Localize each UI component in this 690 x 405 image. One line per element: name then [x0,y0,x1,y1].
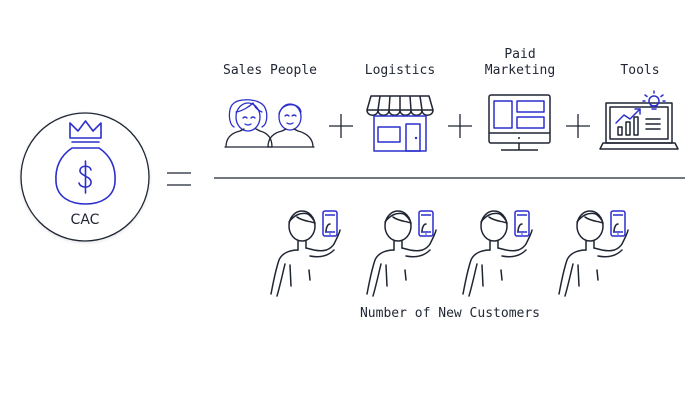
sales-people-icon [224,99,315,148]
cac-badge [20,112,150,242]
equals-sign [167,172,191,186]
customer-with-phone-icon [366,210,437,297]
customer-with-phone-icon [558,210,629,297]
numerator-label-logistics: Logistics [364,63,436,78]
monitor-ads-icon [488,94,551,151]
numerator-label-paid-marketing: Paid Marketing [484,47,556,78]
denominator-label: Number of New Customers [359,306,540,321]
customers-group [270,210,629,297]
numerator-label-sales-people: Sales People [223,63,317,78]
cac-label: CAC [70,212,100,228]
numerator-label-tools: Tools [620,63,660,78]
plus-sign-1 [329,114,353,138]
storefront-icon [366,95,434,152]
laptop-analytics-icon [599,90,679,150]
money-bag-icon [55,120,116,205]
customer-with-phone-icon [270,210,341,297]
customer-with-phone-icon [462,210,533,297]
plus-sign-2 [448,114,472,138]
plus-sign-3 [566,114,590,138]
